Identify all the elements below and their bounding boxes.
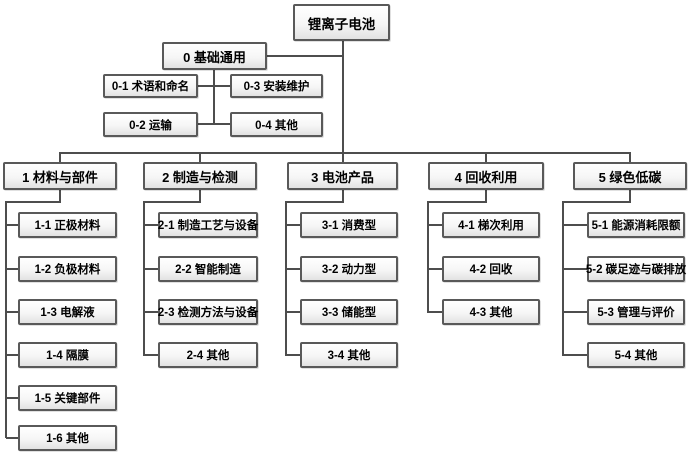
- node-1-5: 1-5 关键部件: [18, 385, 117, 411]
- node-0-2: 0-2 运输: [103, 112, 198, 137]
- node-1-2: 1-2 负极材料: [18, 256, 117, 282]
- node-4-3: 4-3 其他: [442, 299, 540, 325]
- node-1-1: 1-1 正极材料: [18, 212, 117, 238]
- node-3-1: 3-1 消费型: [300, 212, 398, 238]
- node-0-4: 0-4 其他: [230, 112, 323, 137]
- node-2-1: 2-1 制造工艺与设备: [158, 212, 258, 238]
- node-2-3: 2-3 检测方法与设备: [158, 299, 258, 325]
- node-5-header: 5 绿色低碳: [573, 162, 687, 190]
- node-1-6: 1-6 其他: [18, 425, 117, 451]
- node-5-4: 5-4 其他: [587, 342, 685, 368]
- node-3-3: 3-3 储能型: [300, 299, 398, 325]
- node-4-header: 4 回收利用: [428, 162, 544, 190]
- node-3-header: 3 电池产品: [287, 162, 398, 190]
- node-0-basic: 0 基础通用: [162, 42, 267, 70]
- node-4-2: 4-2 回收: [442, 256, 540, 282]
- node-0-3: 0-3 安装维护: [230, 74, 323, 98]
- node-1-3: 1-3 电解液: [18, 299, 117, 325]
- node-2-4: 2-4 其他: [158, 342, 258, 368]
- node-4-1: 4-1 梯次利用: [442, 212, 540, 238]
- node-root: 锂离子电池: [293, 4, 390, 41]
- node-1-header: 1 材料与部件: [3, 162, 117, 190]
- node-5-1: 5-1 能源消耗限额: [587, 212, 685, 238]
- node-2-header: 2 制造与检测: [143, 162, 257, 190]
- node-5-3: 5-3 管理与评价: [587, 299, 685, 325]
- node-0-1: 0-1 术语和命名: [103, 74, 198, 98]
- node-5-2: 5-2 碳足迹与碳排放: [586, 256, 686, 282]
- node-3-4: 3-4 其他: [300, 342, 398, 368]
- node-1-4: 1-4 隔膜: [18, 342, 117, 368]
- node-3-2: 3-2 动力型: [300, 256, 398, 282]
- node-2-2: 2-2 智能制造: [158, 256, 258, 282]
